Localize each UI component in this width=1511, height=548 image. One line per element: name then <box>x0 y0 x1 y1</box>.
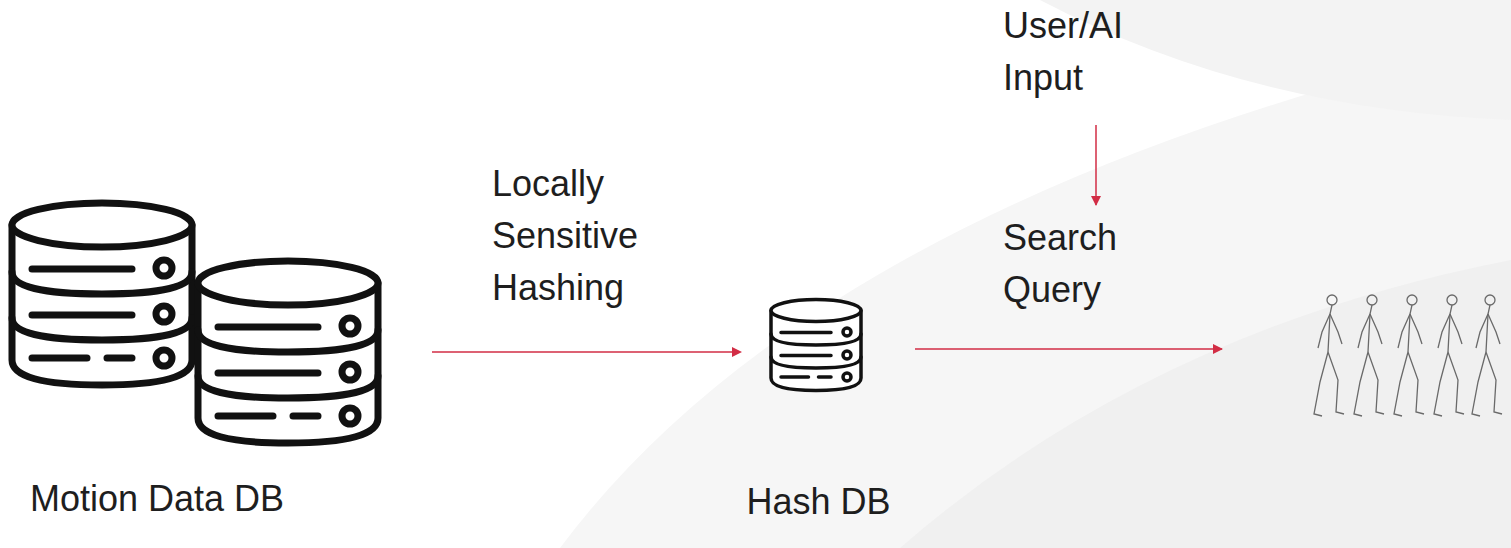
walking-figure <box>1314 295 1344 416</box>
database-icon <box>771 300 861 391</box>
database-icon <box>12 203 192 385</box>
database-node: Hash DB <box>742 290 895 523</box>
walking-figure <box>1472 295 1502 416</box>
flow-arrow <box>432 347 742 357</box>
walking-figure <box>1394 295 1424 416</box>
node-label: Motion Data DB <box>30 477 432 520</box>
flow-label: User/AI Input <box>1003 0 1173 104</box>
database-icon <box>198 261 378 443</box>
edge-label: Locally Sensitive Hashing <box>492 158 692 314</box>
result-arrow <box>915 348 1222 350</box>
database-node: Motion Data DB <box>0 190 432 520</box>
background-swoosh <box>560 40 1511 548</box>
flow-label: Search Query <box>1003 212 1173 316</box>
walking-figure <box>1434 295 1464 416</box>
background-swoosh <box>900 260 1511 548</box>
node-label: Hash DB <box>742 480 895 523</box>
walking-figure <box>1354 295 1384 416</box>
query-arrow <box>1095 125 1097 205</box>
